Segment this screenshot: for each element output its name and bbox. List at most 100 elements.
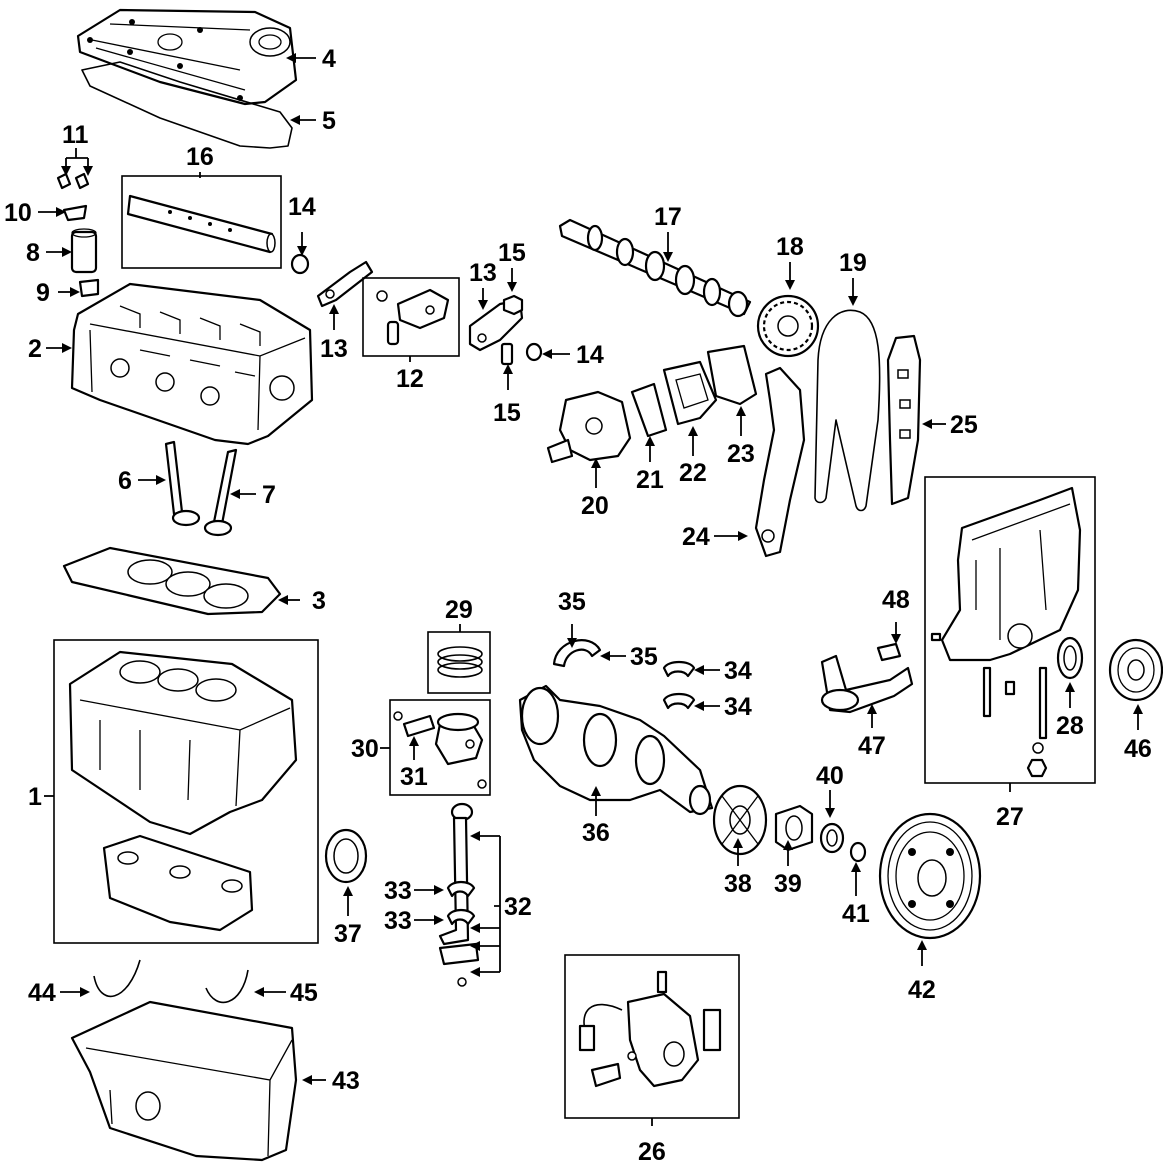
callout-43: 43 xyxy=(332,1067,360,1095)
callout-33: 33 xyxy=(384,877,412,905)
strainer-plate-part xyxy=(662,360,718,426)
callout-23: 23 xyxy=(727,440,755,468)
valve-seal-part xyxy=(78,278,100,298)
rocker-arm-assembly-box xyxy=(362,277,460,357)
callout-33-lower: 33 xyxy=(384,907,412,935)
valve-cover-gasket-part xyxy=(81,61,293,149)
timing-chain-part xyxy=(814,309,881,512)
baffle-seal-part-45 xyxy=(205,969,249,1004)
callout-2: 2 xyxy=(28,335,42,363)
callout-31: 31 xyxy=(400,763,428,791)
front-oil-seal-part xyxy=(819,822,845,854)
callout-3: 3 xyxy=(312,587,326,615)
callout-16: 16 xyxy=(186,143,214,171)
camshaft-part xyxy=(558,218,752,318)
callout-40: 40 xyxy=(816,762,844,790)
baffle-seal-part-44 xyxy=(93,959,141,998)
callout-13: 13 xyxy=(320,335,348,363)
main-bearing-part xyxy=(662,660,696,678)
callout-5: 5 xyxy=(322,107,336,135)
callout-21: 21 xyxy=(636,466,664,494)
callout-11: 11 xyxy=(62,121,89,149)
callout-45: 45 xyxy=(290,979,318,1007)
intake-valve-part xyxy=(164,440,201,527)
crankshaft-part xyxy=(518,684,714,816)
callout-7: 7 xyxy=(262,481,276,509)
callout-37: 37 xyxy=(334,920,362,948)
callout-10: 10 xyxy=(4,199,32,227)
callout-47: 47 xyxy=(858,732,886,760)
callout-34: 34 xyxy=(724,657,752,685)
callout-42: 42 xyxy=(908,976,936,1004)
exhaust-valve-part xyxy=(203,448,238,537)
piston-rings-part xyxy=(437,646,483,678)
callout-34-lower: 34 xyxy=(724,693,752,721)
valve-cover-part xyxy=(76,8,298,106)
callout-18: 18 xyxy=(776,233,804,261)
cylinder-block-part xyxy=(68,650,298,932)
rocker-arm-part xyxy=(316,260,374,308)
callout-28: 28 xyxy=(1056,712,1084,740)
gasket-part-21 xyxy=(630,382,668,438)
callout-8: 8 xyxy=(26,239,40,267)
callout-9: 9 xyxy=(36,279,50,307)
valve-keeper-part xyxy=(56,172,90,190)
adjusting-nut-part xyxy=(502,294,524,316)
piston-part xyxy=(393,711,487,789)
callout-13-right: 13 xyxy=(469,259,497,287)
callout-14-right: 14 xyxy=(576,341,604,369)
rocker-shaft-box xyxy=(121,175,282,269)
thrust-washer-part-35 xyxy=(552,639,602,668)
timing-cover-part xyxy=(930,486,1082,778)
crank-sprocket-part xyxy=(774,804,814,852)
callout-25: 25 xyxy=(950,411,978,439)
valve-spring-part xyxy=(70,228,98,274)
callout-14: 14 xyxy=(288,193,316,221)
callout-46: 46 xyxy=(1124,735,1152,763)
oil-seal-part-28 xyxy=(1056,636,1084,680)
thrust-washer-part-right xyxy=(525,342,543,362)
callout-30: 30 xyxy=(351,735,379,763)
cylinder-block-box xyxy=(53,639,319,944)
callout-15-bottom: 15 xyxy=(493,399,521,427)
rocker-pin-part xyxy=(500,342,514,366)
callout-35: 35 xyxy=(558,588,586,616)
callout-22: 22 xyxy=(679,459,707,487)
strainer-gasket-part xyxy=(876,642,902,662)
callout-38: 38 xyxy=(724,870,752,898)
callout-15: 15 xyxy=(498,239,526,267)
callout-1: 1 xyxy=(28,783,42,811)
connecting-rod-part xyxy=(438,802,480,987)
callout-35-right: 35 xyxy=(630,643,658,671)
callout-36: 36 xyxy=(582,819,610,847)
callout-6: 6 xyxy=(118,467,132,495)
callout-26: 26 xyxy=(638,1138,666,1166)
vtc-solenoid-part xyxy=(578,970,722,1088)
cylinder-head-part xyxy=(70,282,314,446)
rocker-arm-assembly-part xyxy=(376,288,450,346)
callout-4: 4 xyxy=(322,45,336,73)
callout-17: 17 xyxy=(654,203,682,231)
callout-12: 12 xyxy=(396,365,424,393)
callout-19: 19 xyxy=(839,249,867,277)
oil-pump-sprocket-part xyxy=(712,784,768,856)
callout-44: 44 xyxy=(28,979,56,1007)
callout-39: 39 xyxy=(774,870,802,898)
callout-41: 41 xyxy=(842,900,870,928)
callout-24: 24 xyxy=(682,523,710,551)
callout-20: 20 xyxy=(581,492,609,520)
oil-strainer-part xyxy=(820,654,914,714)
crank-pulley-part xyxy=(878,812,982,940)
callout-32: 32 xyxy=(504,893,532,921)
crank-washer-part xyxy=(849,841,867,863)
callout-29: 29 xyxy=(445,596,473,624)
idler-pulley-part xyxy=(1108,638,1163,702)
piston-rings-box xyxy=(427,631,491,694)
gasket-part-23 xyxy=(706,344,758,406)
callout-48: 48 xyxy=(882,586,910,614)
cam-sprocket-part xyxy=(756,294,820,358)
callout-27: 27 xyxy=(996,803,1024,831)
rocker-shaft-part xyxy=(126,194,276,254)
head-gasket-part xyxy=(62,546,282,616)
